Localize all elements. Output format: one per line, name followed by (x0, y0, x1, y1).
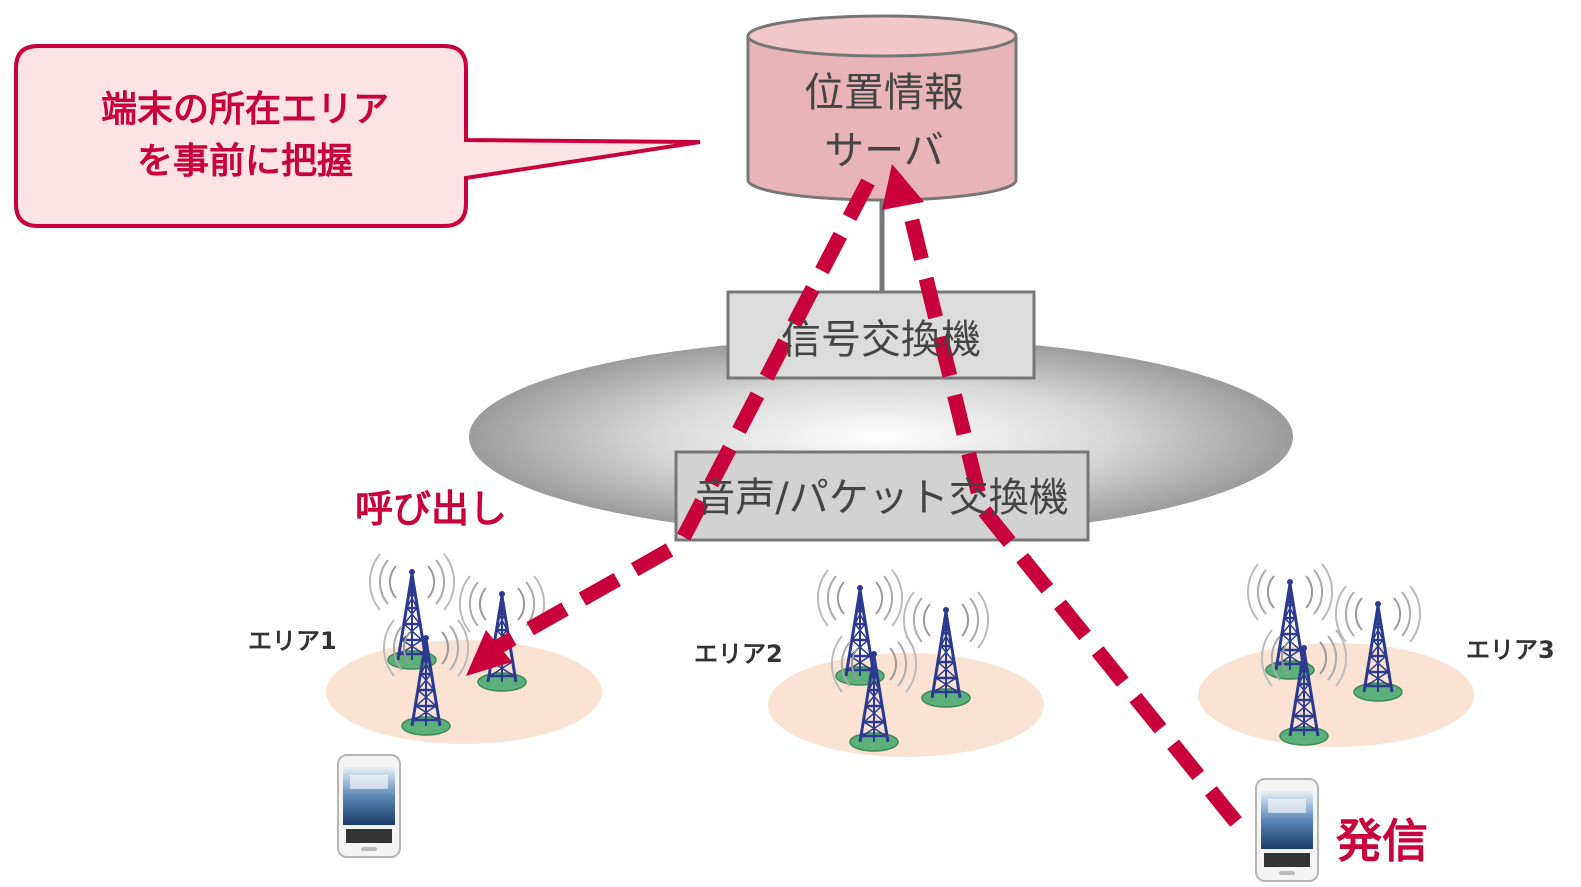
area-1-label: エリア1 (248, 627, 337, 655)
callout-line-1: 端末の所在エリア (100, 89, 389, 130)
voice-packet-switch-label: 音声/パケット交換機 (695, 475, 1069, 521)
receiving-phone-icon (337, 754, 401, 858)
signal-switch-label: 信号交換機 (781, 317, 981, 363)
area-3-label: エリア3 (1466, 636, 1555, 664)
callout-bubble (14, 44, 701, 228)
call-route-arrow (466, 178, 875, 676)
server-label-line-1: 位置情報 (804, 70, 964, 116)
location-server-label: 位置情報 サーバ (752, 64, 1016, 180)
area-2-label: エリア2 (694, 640, 783, 668)
callout-line-2: を事前に把握 (136, 141, 353, 182)
sending-phone-icon (1255, 778, 1319, 882)
origination-route-arrow (882, 164, 1242, 827)
send-label: 発信 (1336, 814, 1428, 868)
voice-packet-switch-box (674, 450, 1090, 542)
server-label-line-2: サーバ (824, 128, 944, 174)
area-1-zone (326, 640, 602, 744)
call-label: 呼び出し (355, 487, 508, 531)
location-server-cylinder (746, 14, 1018, 202)
callout-text: 端末の所在エリア を事前に把握 (40, 84, 450, 188)
